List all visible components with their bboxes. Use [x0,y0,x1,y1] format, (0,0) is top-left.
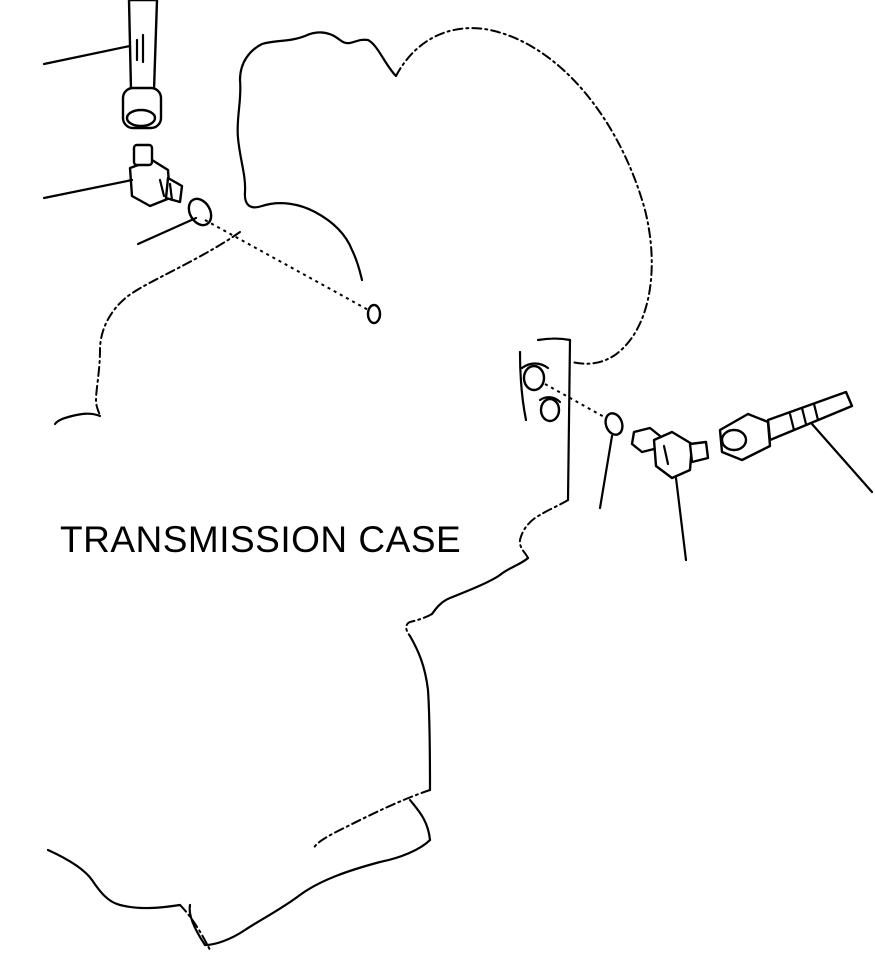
right-elbow-fitting [630,426,710,562]
upper-o-ring [136,197,382,325]
upper-hose-assembly [42,0,163,130]
leader-line-upper-o-ring [136,216,198,246]
transmission-case-label: TRANSMISSION CASE [60,519,462,560]
leader-line-right-hose [810,422,874,494]
leader-line-upper-hose [42,44,132,66]
leader-line-right-elbow [674,476,688,562]
flange-ports [520,362,607,423]
right-hose-assembly [718,390,874,494]
upper-elbow-fitting [42,143,184,208]
leader-line-upper-elbow [42,178,134,200]
leader-line-right-o-ring [598,434,614,510]
right-hose-tube [766,390,854,442]
transmission-case-outline [46,27,653,951]
right-o-ring [598,412,624,510]
